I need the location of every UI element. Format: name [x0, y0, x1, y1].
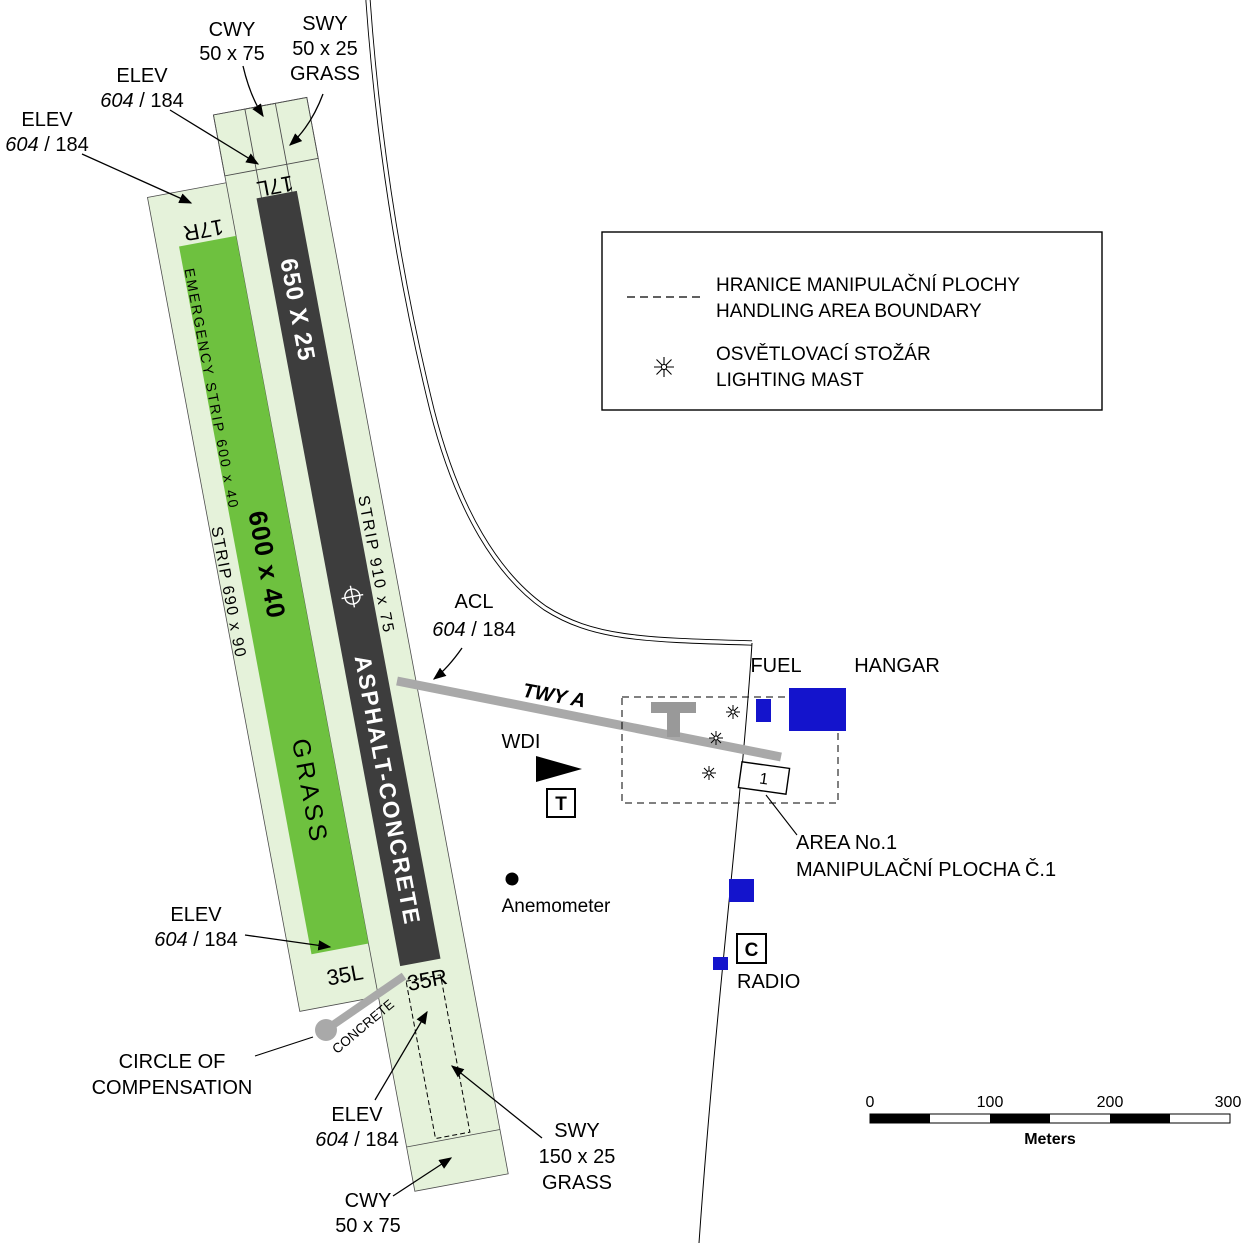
legend-box — [601, 231, 1103, 411]
area1-box-number: 1 — [758, 770, 769, 788]
circle-comp-label-2: COMPENSATION — [92, 1077, 253, 1099]
strip-end-line — [406, 1129, 501, 1148]
area1-rect — [737, 760, 791, 796]
scale-bar-segment — [1110, 1114, 1170, 1123]
elev-17l-arrow — [169, 109, 260, 165]
legend-item1-line1: HRANICE MANIPULAČNÍ PLOCHY — [716, 274, 1020, 296]
wdi-t-letter: T — [555, 794, 567, 815]
scale-bar-segment — [870, 1114, 930, 1123]
grass-runway — [179, 235, 369, 955]
compensation-circle — [315, 1019, 337, 1041]
taxiway-a — [396, 676, 782, 762]
anemometer-dot — [505, 872, 519, 886]
legend-item2-line2: LIGHTING MAST — [716, 370, 864, 391]
elev-17l-title: ELEV — [116, 65, 168, 87]
elev-17r-title: ELEV — [21, 109, 73, 131]
hangar-label: HANGAR — [854, 655, 940, 677]
cwy-south-label-1: CWY — [345, 1190, 392, 1212]
cwy-north-label-1: CWY — [209, 19, 256, 41]
runway-complex: EMERGENCY STRIP 600 x 40 600 x 40 STRIP … — [147, 96, 509, 1192]
handling-area-boundary — [621, 696, 839, 804]
arp-cross-h — [341, 593, 364, 600]
anemometer-label: Anemometer — [502, 896, 611, 917]
cwy-south-arrow — [392, 1157, 453, 1197]
swy-south-arrow — [450, 1065, 543, 1139]
building-mid — [729, 879, 754, 902]
access-road — [365, 0, 753, 646]
elev-35l-value: 604 / 184 — [154, 929, 237, 951]
apron-structure — [651, 702, 696, 737]
mast-center — [706, 770, 712, 776]
wdi-symbol — [536, 756, 582, 782]
lighting-mast-icon — [726, 705, 740, 719]
acl-value: 604 / 184 — [432, 619, 515, 641]
mast-center — [660, 363, 668, 371]
cwy-north-label-2: 50 x 75 — [199, 43, 265, 65]
boundary-line — [698, 642, 753, 1244]
scale-tick-0: 0 — [866, 1094, 875, 1111]
scale-tick-300: 300 — [1215, 1094, 1241, 1111]
elev-17l-value: 604 / 184 — [100, 90, 183, 112]
elev-35r-value: 604 / 184 — [315, 1129, 398, 1151]
swy-north-label-2: 50 x 25 — [292, 38, 358, 60]
mast-center — [713, 735, 719, 741]
road-fill — [366, 0, 753, 645]
asphalt-runway — [256, 190, 441, 967]
legend-lighting-mast-icon — [654, 357, 674, 377]
swy-south-label-3: GRASS — [542, 1172, 612, 1194]
area1-label-2: MANIPULAČNÍ PLOCHA Č.1 — [796, 858, 1056, 881]
mast-center — [730, 709, 736, 715]
apron-structure-bar — [651, 702, 696, 713]
fuel-label: FUEL — [750, 655, 801, 677]
acl-arrow — [432, 647, 463, 680]
elev-35r-arrow — [374, 1010, 428, 1101]
cwy-north-arrow — [242, 65, 264, 118]
radio-box-letter: C — [745, 940, 759, 961]
swy-north-label-1: SWY — [302, 13, 348, 35]
acl-title: ACL — [455, 591, 494, 613]
area1-box: 1 — [737, 760, 791, 796]
radio-label: RADIO — [737, 971, 800, 993]
lighting-mast-icon — [709, 731, 723, 745]
elev-35l-title: ELEV — [170, 904, 222, 926]
wdi-t-box — [546, 788, 576, 818]
elev-17r-value: 604 / 184 — [5, 134, 88, 156]
swy-north-label-3: GRASS — [290, 63, 360, 85]
stopway-south-dashed-box — [405, 974, 471, 1140]
building-radio — [713, 957, 728, 970]
scale-bar: 0 100 200 300 Meters — [866, 1094, 1241, 1148]
hangar-building — [789, 688, 846, 731]
circle-comp-leader-line — [254, 1036, 314, 1057]
scale-tick-200: 200 — [1097, 1094, 1124, 1111]
legend: HRANICE MANIPULAČNÍ PLOCHY HANDLING AREA… — [601, 231, 1103, 411]
elev-35r-title: ELEV — [331, 1104, 383, 1126]
area1-label-1: AREA No.1 — [796, 832, 897, 854]
scale-bar-segment — [990, 1114, 1050, 1123]
legend-item1-line2: HANDLING AREA BOUNDARY — [716, 301, 982, 322]
elev-35l-arrow — [244, 934, 332, 951]
swy-south-label-2: 150 x 25 — [539, 1146, 616, 1168]
scale-tick-100: 100 — [977, 1094, 1004, 1111]
fuel-building — [756, 699, 771, 722]
wdi-label: WDI — [502, 731, 541, 753]
radio-box — [736, 933, 767, 964]
swy-south-label-1: SWY — [554, 1120, 600, 1142]
swy-north-arrow — [289, 93, 324, 146]
apron-structure-stem — [667, 713, 680, 737]
scale-unit-label: Meters — [1024, 1131, 1076, 1148]
lighting-mast-icon — [702, 766, 716, 780]
concrete-taxiway-stub — [327, 972, 407, 1031]
elev-17r-arrow — [81, 153, 193, 204]
area1-leader-line — [765, 794, 798, 836]
circle-comp-label-1: CIRCLE OF — [119, 1051, 226, 1073]
legend-item2-line1: OSVĚTLOVACÍ STOŽÁR — [716, 343, 931, 365]
arp-symbol — [341, 585, 364, 608]
cwy-south-label-2: 50 x 75 — [335, 1215, 401, 1237]
